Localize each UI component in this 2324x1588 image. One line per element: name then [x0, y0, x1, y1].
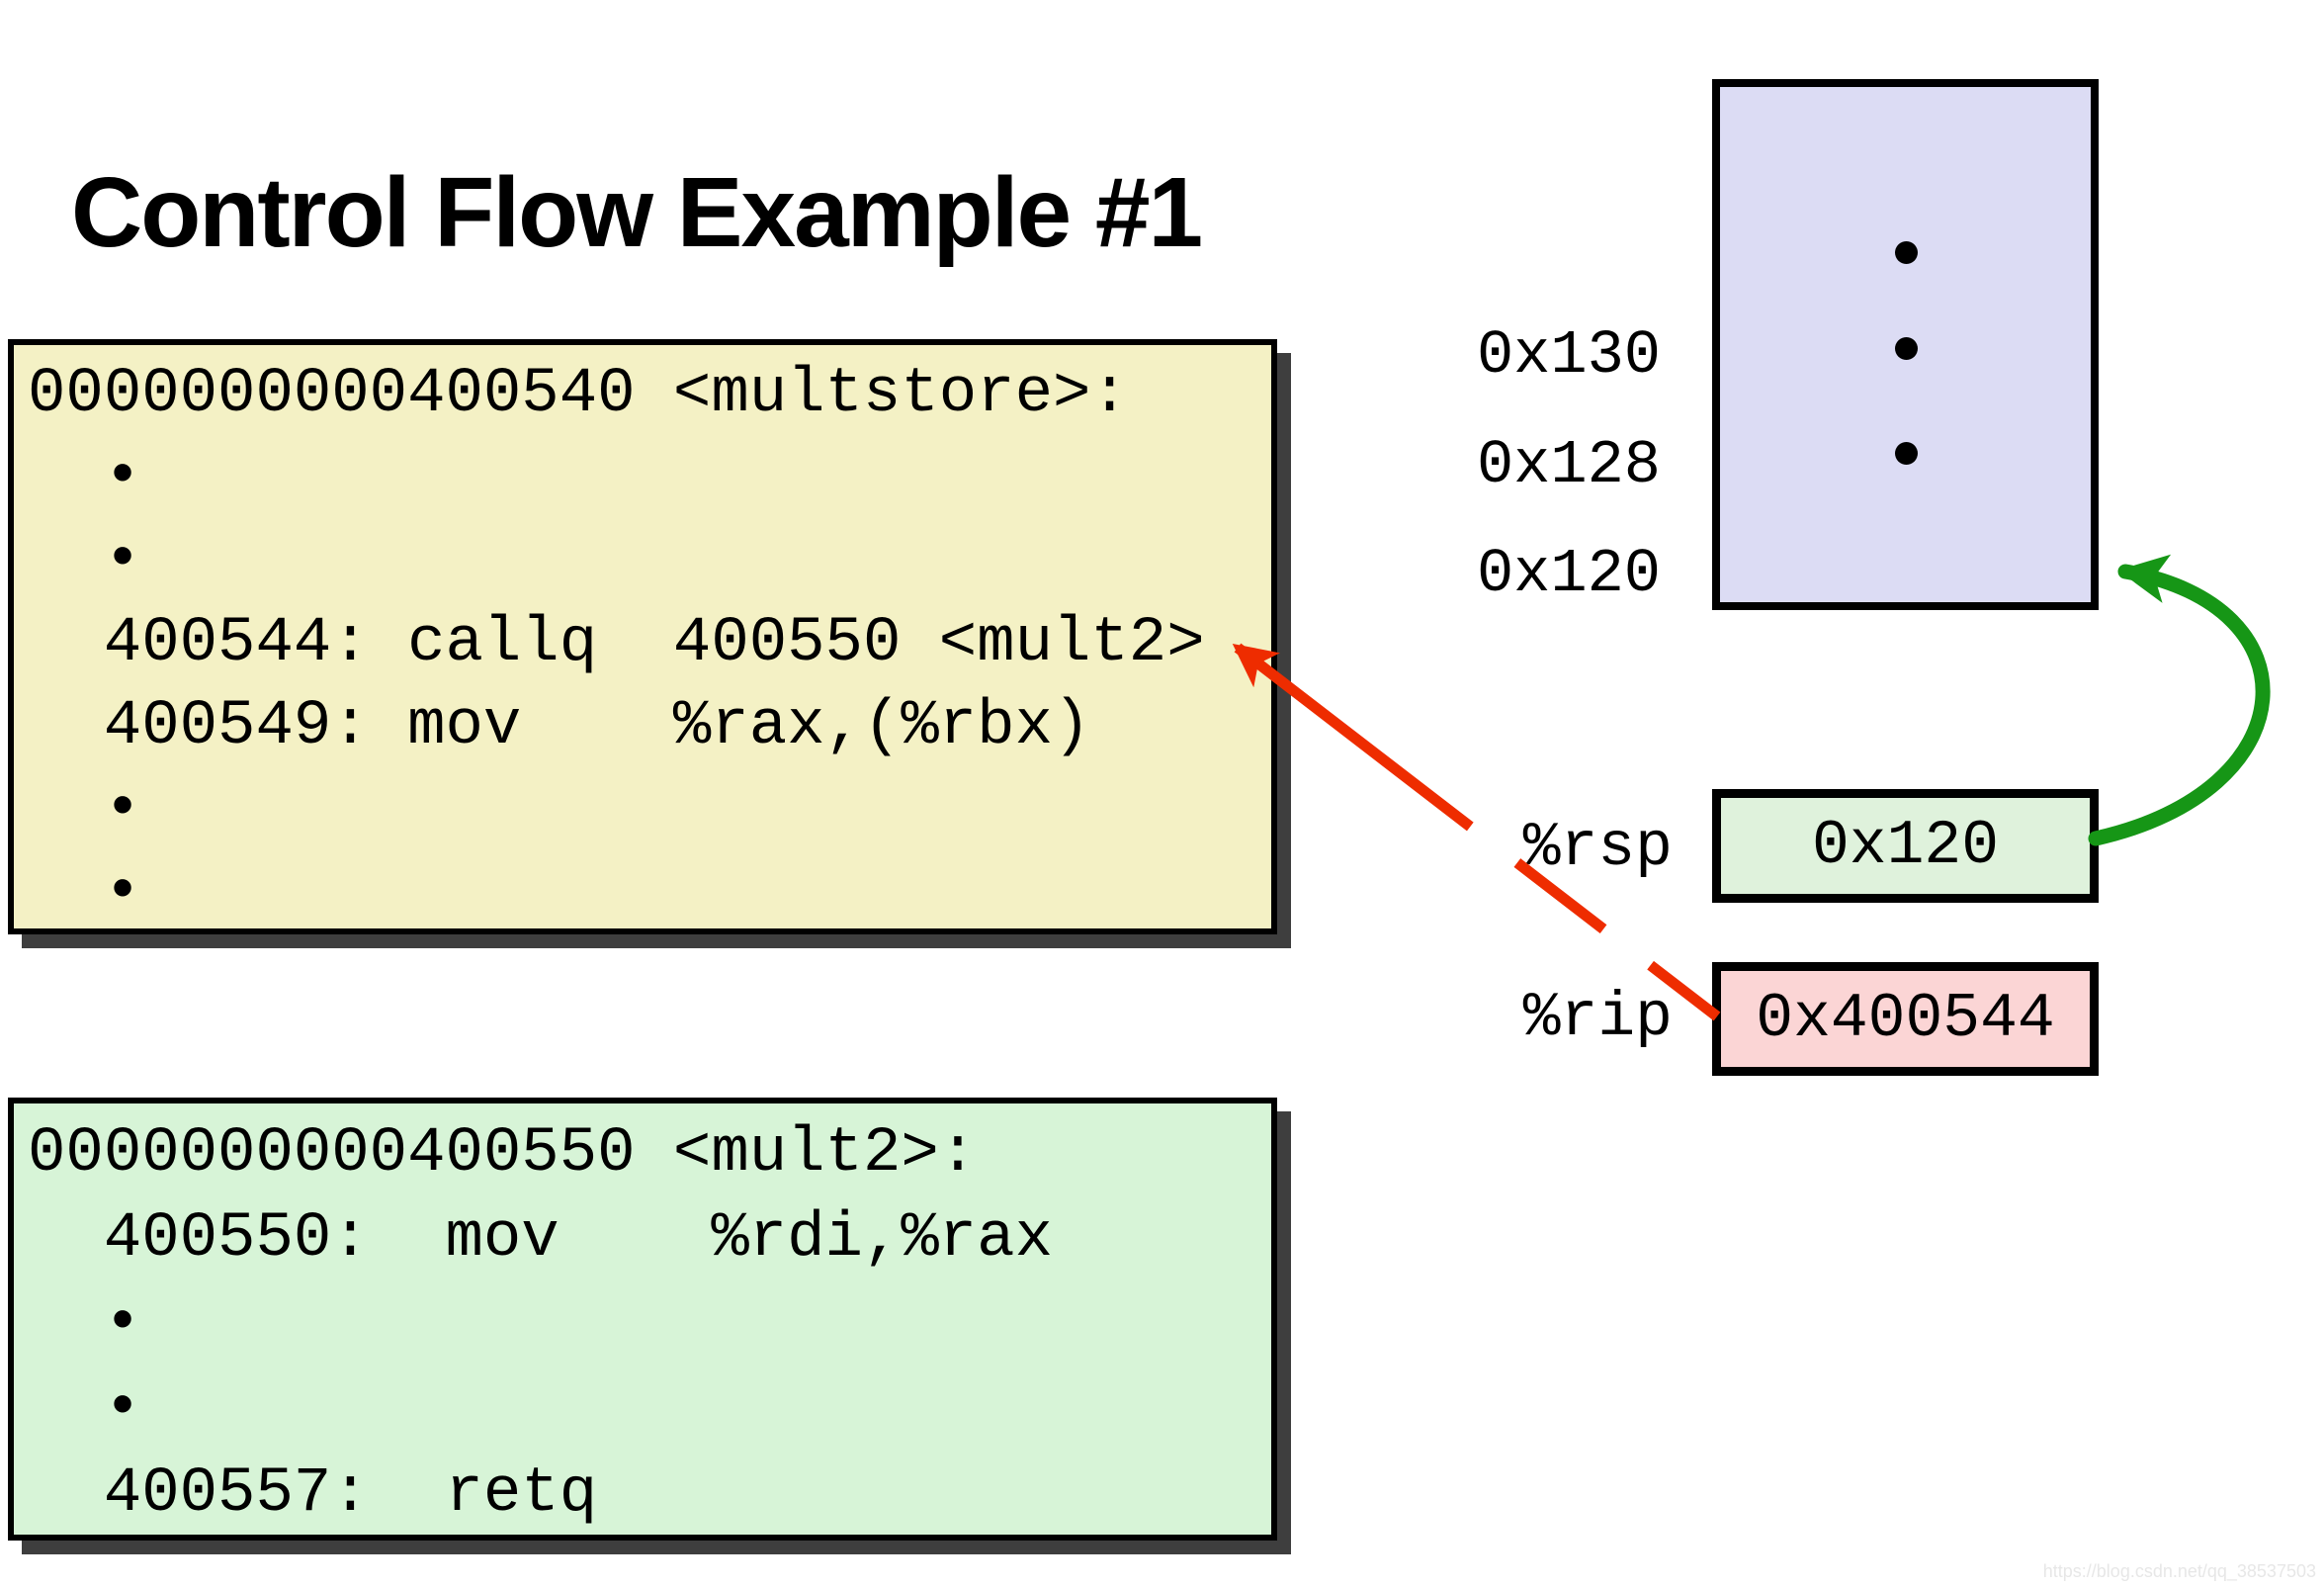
- stack-address-label: 0x130: [1476, 320, 1661, 391]
- ellipsis-dot: [1895, 337, 1918, 360]
- rip-register-value: 0x400544: [1756, 984, 2055, 1054]
- ellipsis-dot: [1895, 442, 1918, 465]
- code-line-bullet: •: [28, 525, 142, 596]
- rip-register-box: 0x400544: [1712, 962, 2099, 1076]
- rsp-register-value: 0x120: [1811, 811, 2000, 881]
- code-line-bullet: •: [28, 857, 142, 928]
- code-line-bullet: •: [28, 774, 142, 845]
- code-line: 0000000000400550 <mult2>:: [28, 1118, 978, 1190]
- code-line-retq: 400557: retq: [28, 1458, 598, 1530]
- code-line-bullet: •: [28, 1288, 142, 1360]
- rsp-to-stack-arrow: [2088, 554, 2271, 846]
- code-line-mov: 400550: mov %rdi,%rax: [28, 1203, 1053, 1275]
- rsp-register-label: %rsp: [1522, 813, 1673, 883]
- rip-register-label: %rip: [1522, 983, 1673, 1053]
- code-line-mov: 400549: mov %rax,(%rbx): [28, 691, 1091, 762]
- mult2-code-box: 0000000000400550 <mult2>: 400550: mov %r…: [8, 1098, 1277, 1541]
- ellipsis-dot: [1895, 241, 1918, 264]
- rsp-register-box: 0x120: [1712, 789, 2099, 903]
- code-line-bullet: •: [28, 1373, 142, 1445]
- code-line: 0000000000400540 <multstore>:: [28, 359, 1129, 430]
- stack-address-label: 0x128: [1476, 430, 1661, 500]
- stack-address-label: 0x120: [1476, 539, 1661, 609]
- code-line-bullet: •: [28, 442, 142, 513]
- page-title: Control Flow Example #1: [71, 157, 1203, 268]
- watermark: https://blog.csdn.net/qq_38537503: [2042, 1561, 2316, 1581]
- code-line-callq: 400544: callq 400550 <mult2>: [28, 608, 1205, 679]
- multstore-code-box: 0000000000400540 <multstore>: • • 400544…: [8, 339, 1277, 934]
